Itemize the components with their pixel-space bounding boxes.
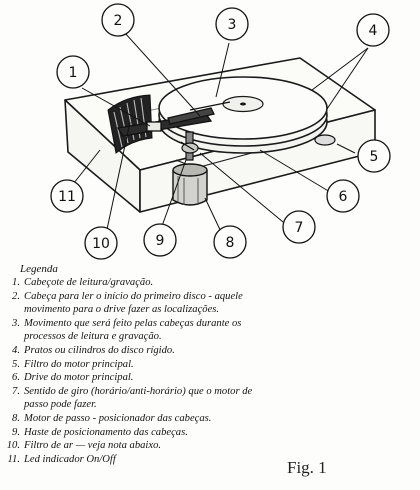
legend-item-number: 1. xyxy=(12,277,20,288)
disk-platters xyxy=(158,76,328,154)
legend-item-number: 7. xyxy=(12,385,20,397)
legend-item: 7. Sentido de giro (horário/anti-horário… xyxy=(6,385,306,412)
callout-circles xyxy=(50,3,391,260)
callout-6: 6 xyxy=(339,189,348,205)
legend-item-text: Drive do motor principal. xyxy=(24,372,134,384)
legend-item-number: 2. xyxy=(12,290,20,302)
callout-8: 8 xyxy=(226,235,235,251)
leader-lines xyxy=(69,32,369,237)
legend-list: 1. Cabeçote de leitura/gravação. 2. Cabe… xyxy=(6,276,306,466)
legend-item: 5. Filtro do motor principal. xyxy=(6,358,306,372)
legend-item-number: 6. xyxy=(12,372,20,384)
legend-item-text: Sentido de giro (horário/anti-horário) q… xyxy=(24,385,253,411)
stepper-motor xyxy=(172,163,208,206)
figure-label: Fig. 1 xyxy=(287,458,327,477)
legend-item: 8. Motor de passo - posicionador das cab… xyxy=(6,412,306,426)
legend-item: 11. Led indicador On/Off xyxy=(6,453,306,467)
legend-item-number: 10. xyxy=(6,440,20,452)
motor-filter xyxy=(314,134,336,146)
callout-3: 3 xyxy=(228,17,237,33)
legend-item: 3. Movimento que será feito pelas cabeça… xyxy=(6,317,306,344)
legend-item-number: 8. xyxy=(12,412,20,424)
callout-5: 5 xyxy=(370,149,379,165)
legend-item-text: Haste de posicionamento das cabeças. xyxy=(24,426,188,438)
legend-item: 9. Haste de posicionamento das cabeças. xyxy=(6,426,306,440)
legend-item-number: 5. xyxy=(12,358,20,370)
callout-4: 4 xyxy=(369,23,378,39)
legend-item: 10. Filtro de ar — veja nota abaixo. xyxy=(6,439,306,453)
legend-item-text: Cabeçote de leitura/gravação. xyxy=(24,277,154,288)
legend-item-text: Filtro do motor principal. xyxy=(24,358,134,370)
positioning-rod xyxy=(180,131,199,161)
callout-2: 2 xyxy=(114,13,123,29)
callout-10: 10 xyxy=(92,236,110,252)
legend-item-text: Movimento que será feito pelas cabeças d… xyxy=(24,317,242,343)
legend-item-text: Led indicador On/Off xyxy=(24,453,116,465)
legend-item-number: 3. xyxy=(12,317,20,329)
legend-item: 4. Pratos ou cilindros do disco rígido. xyxy=(6,344,306,358)
legend-item-text: Filtro de ar — veja nota abaixo. xyxy=(24,440,162,452)
callout-9: 9 xyxy=(156,233,165,249)
legend-item-number: 11. xyxy=(7,453,20,465)
legend-item-text: Motor de passo - posicionador das cabeça… xyxy=(24,412,212,424)
legend-item-text: Pratos ou cilindros do disco rígido. xyxy=(24,344,175,356)
legend-item-number: 4. xyxy=(12,344,20,356)
legend-item-number: 9. xyxy=(12,426,20,438)
legend-item: 6. Drive do motor principal. xyxy=(6,371,306,385)
callout-labels: 1 2 3 4 5 6 7 8 9 10 11 xyxy=(58,13,378,252)
callout-11: 11 xyxy=(58,189,76,205)
legend-item: 1. Cabeçote de leitura/gravação. xyxy=(6,276,306,290)
callout-7: 7 xyxy=(295,220,304,236)
legend-item: 2. Cabeça para ler o início do primeiro … xyxy=(6,290,306,317)
callout-1: 1 xyxy=(69,65,78,81)
legend-title: Legenda xyxy=(20,263,58,275)
legend-item-text: Cabeça para ler o início do primeiro dis… xyxy=(24,290,243,316)
read-write-head-arm xyxy=(116,101,231,137)
